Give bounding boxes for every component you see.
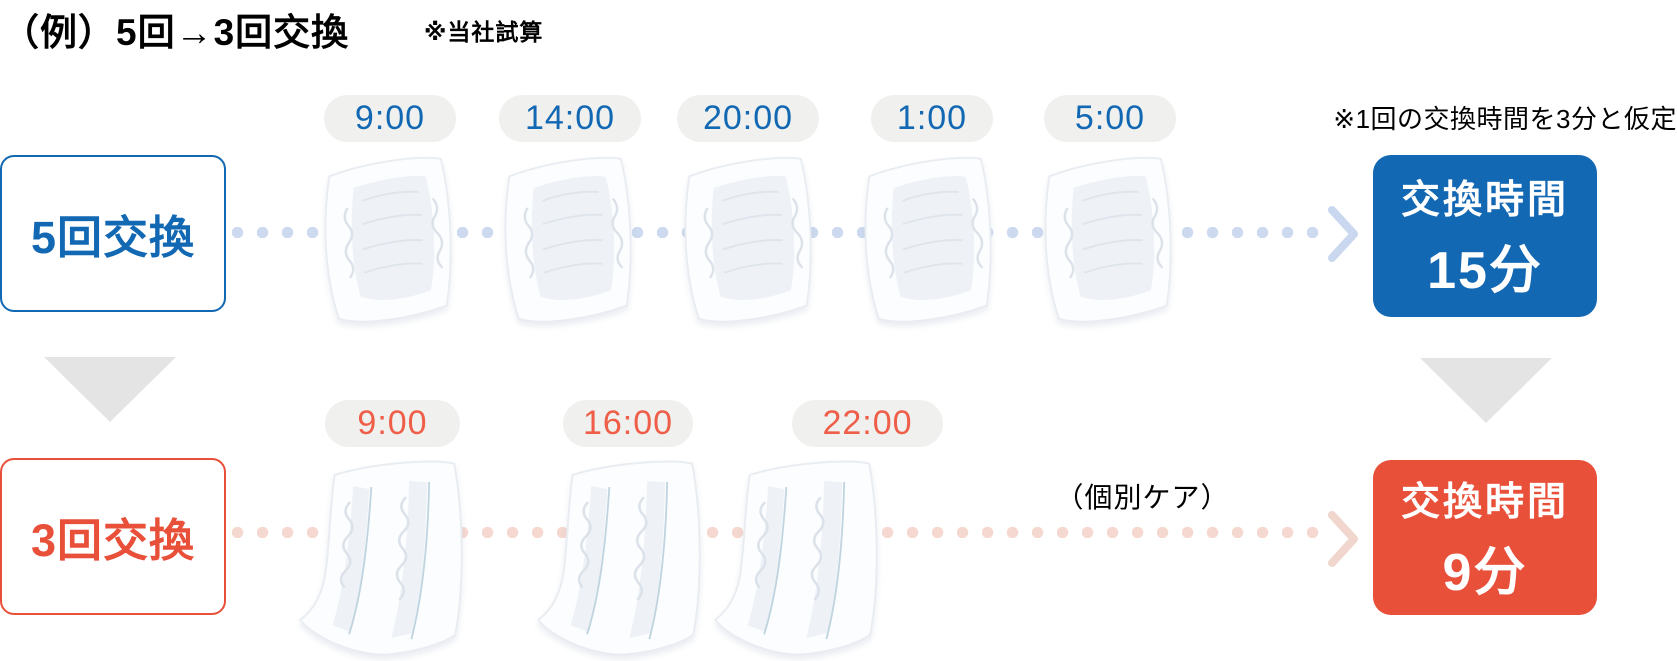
individual-care-note: （個別ケア） bbox=[1055, 482, 1230, 513]
down-arrow-icon bbox=[1420, 358, 1552, 423]
result-label: 交換時間 bbox=[1400, 179, 1569, 222]
pad-image bbox=[287, 452, 499, 660]
pad-image bbox=[306, 148, 471, 328]
down-arrow-icon bbox=[44, 357, 176, 422]
time-badge: 14:00 bbox=[499, 95, 641, 142]
label-box-5times: 5回交換 bbox=[0, 155, 226, 312]
assumption-note: ※1回の交換時間を3分と仮定 bbox=[1333, 104, 1677, 134]
time-badge: 16:00 bbox=[563, 400, 693, 447]
time-badge: 9:00 bbox=[324, 95, 456, 142]
page-title: （例）5回→3回交換 bbox=[2, 12, 350, 53]
time-badge: 5:00 bbox=[1044, 95, 1176, 142]
result-value: 9分 bbox=[1442, 543, 1528, 602]
result-value: 15分 bbox=[1427, 242, 1543, 300]
title-note: ※当社試算 bbox=[424, 19, 544, 45]
pad-image bbox=[1026, 148, 1191, 328]
result-box-5times: 交換時間 15分 bbox=[1373, 155, 1597, 317]
pad-image bbox=[666, 148, 831, 328]
label-5times-text: 5回交換 bbox=[30, 212, 196, 263]
chevron-right-icon bbox=[1328, 206, 1358, 262]
label-3times-text: 3回交換 bbox=[30, 515, 196, 566]
result-label: 交換時間 bbox=[1400, 480, 1569, 524]
label-box-3times: 3回交換 bbox=[0, 458, 226, 615]
result-box-3times: 交換時間 9分 bbox=[1373, 460, 1597, 615]
pad-image bbox=[702, 452, 914, 660]
chevron-right-icon bbox=[1328, 511, 1358, 567]
pad-image bbox=[486, 148, 651, 328]
time-badge: 1:00 bbox=[871, 95, 993, 142]
time-badge: 22:00 bbox=[792, 400, 943, 447]
time-badge: 20:00 bbox=[677, 95, 819, 142]
pad-image bbox=[846, 148, 1011, 328]
time-badge: 9:00 bbox=[325, 400, 460, 447]
